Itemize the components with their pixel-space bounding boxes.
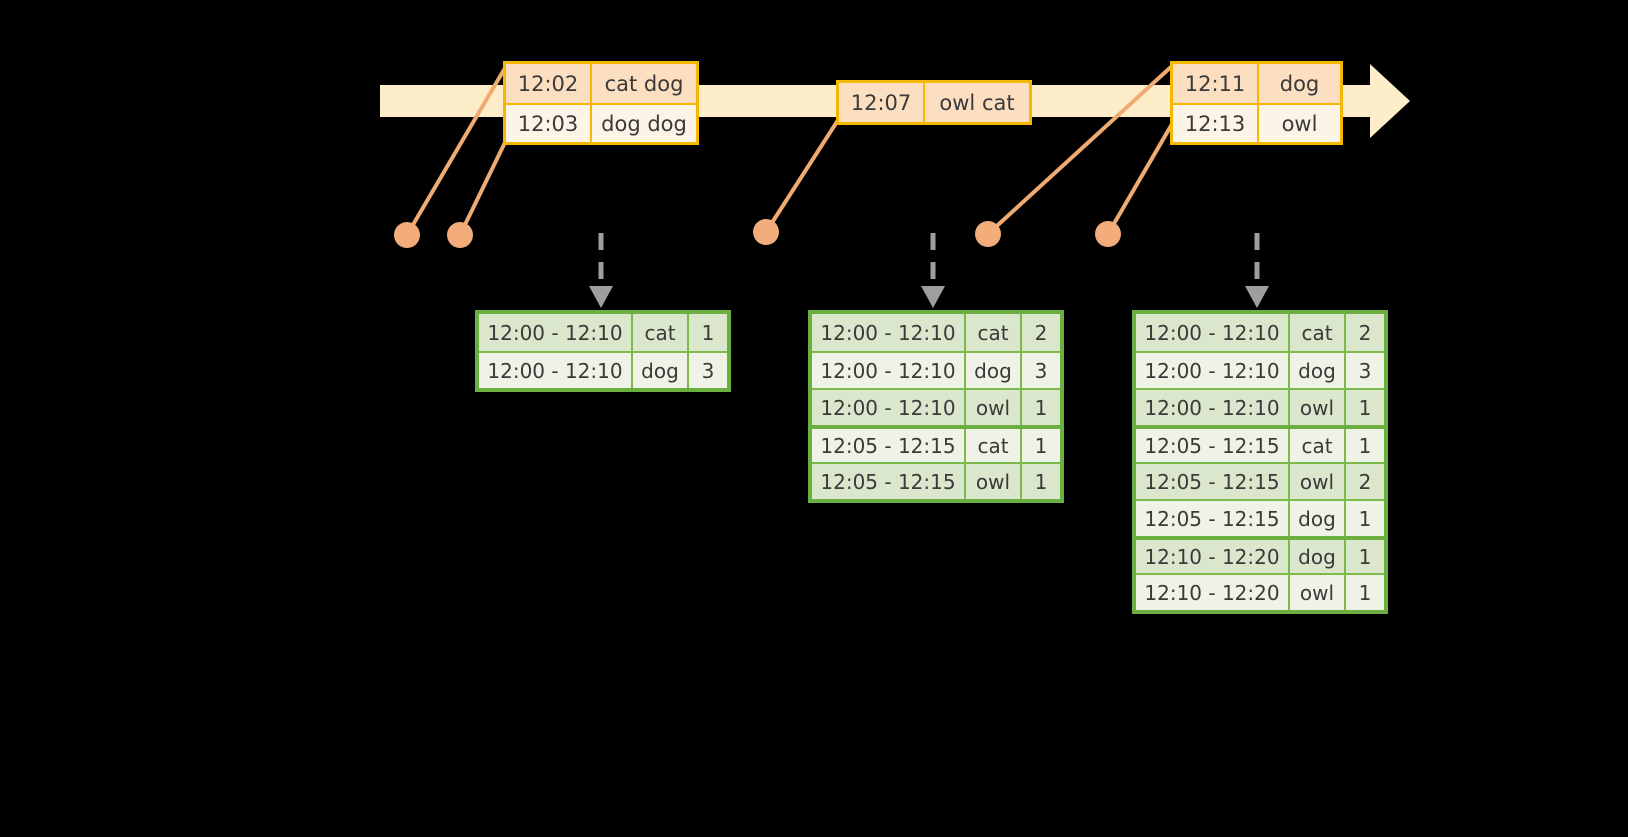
event-row[interactable]: 12:13 owl xyxy=(1173,103,1340,142)
count-cell: 1 xyxy=(1022,429,1060,462)
key-cell: owl xyxy=(1290,390,1346,425)
key-cell: dog xyxy=(1290,353,1346,388)
count-cell: 3 xyxy=(689,353,727,388)
count-cell: 3 xyxy=(1022,353,1060,388)
key-cell: dog xyxy=(966,353,1022,388)
count-cell: 1 xyxy=(1022,464,1060,499)
event-time: 12:11 xyxy=(1173,64,1259,103)
count-cell: 2 xyxy=(1346,314,1384,351)
event-group-2[interactable]: 12:07 owl cat xyxy=(836,80,1032,125)
event-time: 12:13 xyxy=(1173,105,1259,142)
connector-dots xyxy=(394,219,1121,248)
window-cell: 12:00 - 12:10 xyxy=(812,353,966,388)
event-row[interactable]: 12:11 dog xyxy=(1173,64,1340,103)
key-cell: cat xyxy=(966,314,1022,351)
event-time: 12:02 xyxy=(506,64,592,103)
window-cell: 12:00 - 12:10 xyxy=(812,314,966,351)
window-cell: 12:05 - 12:15 xyxy=(812,429,966,462)
key-cell: cat xyxy=(633,314,689,351)
window-cell: 12:00 - 12:10 xyxy=(479,353,633,388)
window-cell: 12:00 - 12:10 xyxy=(1136,353,1290,388)
window-cell: 12:10 - 12:20 xyxy=(1136,540,1290,573)
count-cell: 1 xyxy=(1346,540,1384,573)
key-cell: owl xyxy=(966,464,1022,499)
count-cell: 1 xyxy=(1346,501,1384,536)
key-cell: owl xyxy=(966,390,1022,425)
window-cell: 12:00 - 12:10 xyxy=(1136,314,1290,351)
window-cell: 12:00 - 12:10 xyxy=(1136,390,1290,425)
key-cell: dog xyxy=(1290,501,1346,536)
window-cell: 12:05 - 12:15 xyxy=(812,464,966,499)
event-time: 12:07 xyxy=(839,83,925,122)
window-cell: 12:05 - 12:15 xyxy=(1136,464,1290,499)
event-row[interactable]: 12:02 cat dog xyxy=(506,64,696,103)
dashed-arrows xyxy=(598,233,1260,288)
event-row[interactable]: 12:03 dog dog xyxy=(506,103,696,142)
count-cell: 1 xyxy=(1346,575,1384,610)
count-cell: 1 xyxy=(1022,390,1060,425)
connector-dot-2 xyxy=(447,222,473,248)
event-group-3[interactable]: 12:11 dog 12:13 owl xyxy=(1170,61,1343,145)
count-cell: 1 xyxy=(1346,429,1384,462)
event-row[interactable]: 12:07 owl cat xyxy=(839,83,1029,122)
key-cell: cat xyxy=(1290,314,1346,351)
count-cell: 1 xyxy=(1346,390,1384,425)
event-group-1[interactable]: 12:02 cat dog 12:03 dog dog xyxy=(503,61,699,145)
event-text: cat dog xyxy=(592,64,696,103)
connector-lines xyxy=(405,64,1174,237)
event-text: owl cat xyxy=(925,83,1029,122)
key-cell: owl xyxy=(1290,575,1346,610)
key-cell: cat xyxy=(1290,429,1346,462)
count-cell: 2 xyxy=(1022,314,1060,351)
count-cell: 2 xyxy=(1346,464,1384,499)
connector-dot-4 xyxy=(975,221,1001,247)
window-cell: 12:05 - 12:15 xyxy=(1136,501,1290,536)
key-cell: dog xyxy=(633,353,689,388)
window-cell: 12:00 - 12:10 xyxy=(479,314,633,351)
window-cell: 12:00 - 12:10 xyxy=(812,390,966,425)
count-cell: 1 xyxy=(689,314,727,351)
connector-dot-5 xyxy=(1095,221,1121,247)
event-time: 12:03 xyxy=(506,105,592,142)
connector-dot-1 xyxy=(394,222,420,248)
event-text: owl xyxy=(1259,105,1340,142)
window-cell: 12:05 - 12:15 xyxy=(1136,429,1290,462)
event-text: dog dog xyxy=(592,105,696,142)
key-cell: owl xyxy=(1290,464,1346,499)
dashed-arrow-heads xyxy=(589,286,1269,308)
connector-dot-3 xyxy=(753,219,779,245)
key-cell: dog xyxy=(1290,540,1346,573)
key-cell: cat xyxy=(966,429,1022,462)
event-text: dog xyxy=(1259,64,1340,103)
window-cell: 12:10 - 12:20 xyxy=(1136,575,1290,610)
count-cell: 3 xyxy=(1346,353,1384,388)
